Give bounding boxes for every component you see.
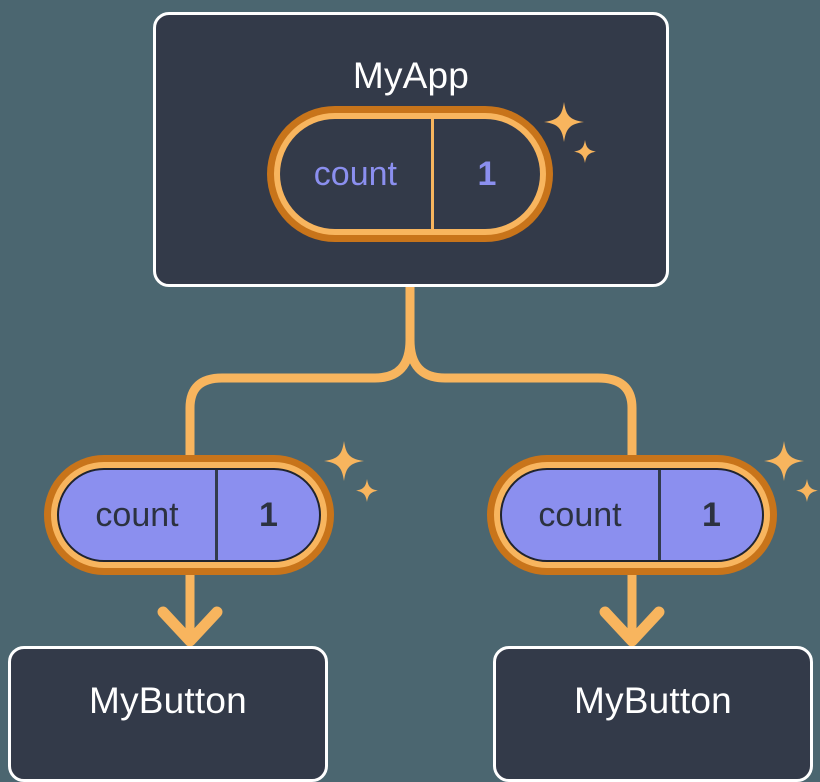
- state-value-right: 1: [658, 470, 762, 560]
- mybutton-title-right: MyButton: [574, 680, 732, 721]
- myapp-title: MyApp: [352, 55, 470, 96]
- mybutton-component-right[interactable]: MyButton: [493, 646, 813, 782]
- sparkle-icon: [356, 479, 378, 502]
- state-pill-ring: count 1: [274, 113, 546, 235]
- arrow-down-icon-right: [599, 575, 665, 647]
- state-pill-myapp[interactable]: count 1: [267, 106, 553, 242]
- state-value-myapp: 1: [430, 119, 540, 229]
- mybutton-component-left[interactable]: MyButton: [8, 646, 328, 782]
- state-pill-face: count 1: [500, 468, 764, 562]
- state-value-left: 1: [215, 470, 319, 560]
- state-pill-face: count 1: [280, 119, 540, 229]
- state-pill-left[interactable]: count 1: [44, 455, 334, 575]
- state-pill-ring: count 1: [494, 462, 770, 568]
- state-key-myapp: count: [313, 154, 397, 193]
- state-key-left: count: [95, 495, 179, 534]
- connector-branch-right: [405, 335, 637, 461]
- state-pill-ring: count 1: [51, 462, 327, 568]
- connector-branch-left: [185, 335, 415, 461]
- mybutton-title-left: MyButton: [89, 680, 247, 721]
- sparkle-icon: [764, 441, 804, 481]
- state-pill-face: count 1: [57, 468, 321, 562]
- state-key-right: count: [538, 495, 622, 534]
- state-pill-right[interactable]: count 1: [487, 455, 777, 575]
- sparkle-icon: [796, 479, 818, 502]
- arrow-down-icon-left: [157, 575, 223, 647]
- sparkle-icon: [324, 441, 364, 481]
